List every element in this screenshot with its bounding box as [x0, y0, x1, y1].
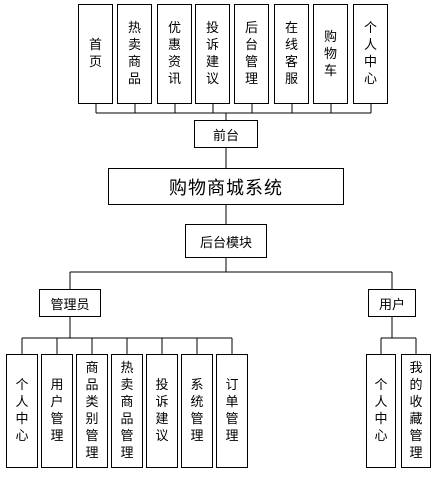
admin-module-personal-center: 个 人 中 心 [6, 354, 38, 468]
module-backend-mgmt: 后 台 管 理 [234, 4, 269, 104]
admin-module-order-mgmt: 订 单 管 理 [216, 354, 248, 468]
admin-module-category-mgmt: 商 品 类 别 管 理 [76, 354, 108, 468]
module-personal-center: 个 人 中 心 [353, 4, 388, 104]
module-home: 首 页 [78, 4, 113, 104]
admin-module-system-mgmt: 系 统 管 理 [181, 354, 213, 468]
frontend-node: 前台 [194, 120, 258, 148]
admin-node: 管理员 [39, 289, 101, 317]
module-complaints: 投 诉 建 议 [195, 4, 230, 104]
admin-module-hot-products-mgmt: 热 卖 商 品 管 理 [111, 354, 143, 468]
system-node: 购物商城系统 [108, 168, 344, 205]
module-cart: 购 物 车 [313, 4, 348, 104]
user-node: 用户 [368, 289, 416, 317]
user-module-favorites-mgmt: 我 的 收 藏 管 理 [401, 354, 431, 468]
module-hot-products: 热 卖 商 品 [117, 4, 152, 104]
module-online-service: 在 线 客 服 [274, 4, 309, 104]
admin-module-complaints: 投 诉 建 议 [146, 354, 178, 468]
backend-node: 后台模块 [185, 224, 267, 258]
admin-module-user-mgmt: 用 户 管 理 [41, 354, 73, 468]
user-module-personal-center: 个 人 中 心 [366, 354, 396, 468]
module-promotions: 优 惠 资 讯 [157, 4, 192, 104]
